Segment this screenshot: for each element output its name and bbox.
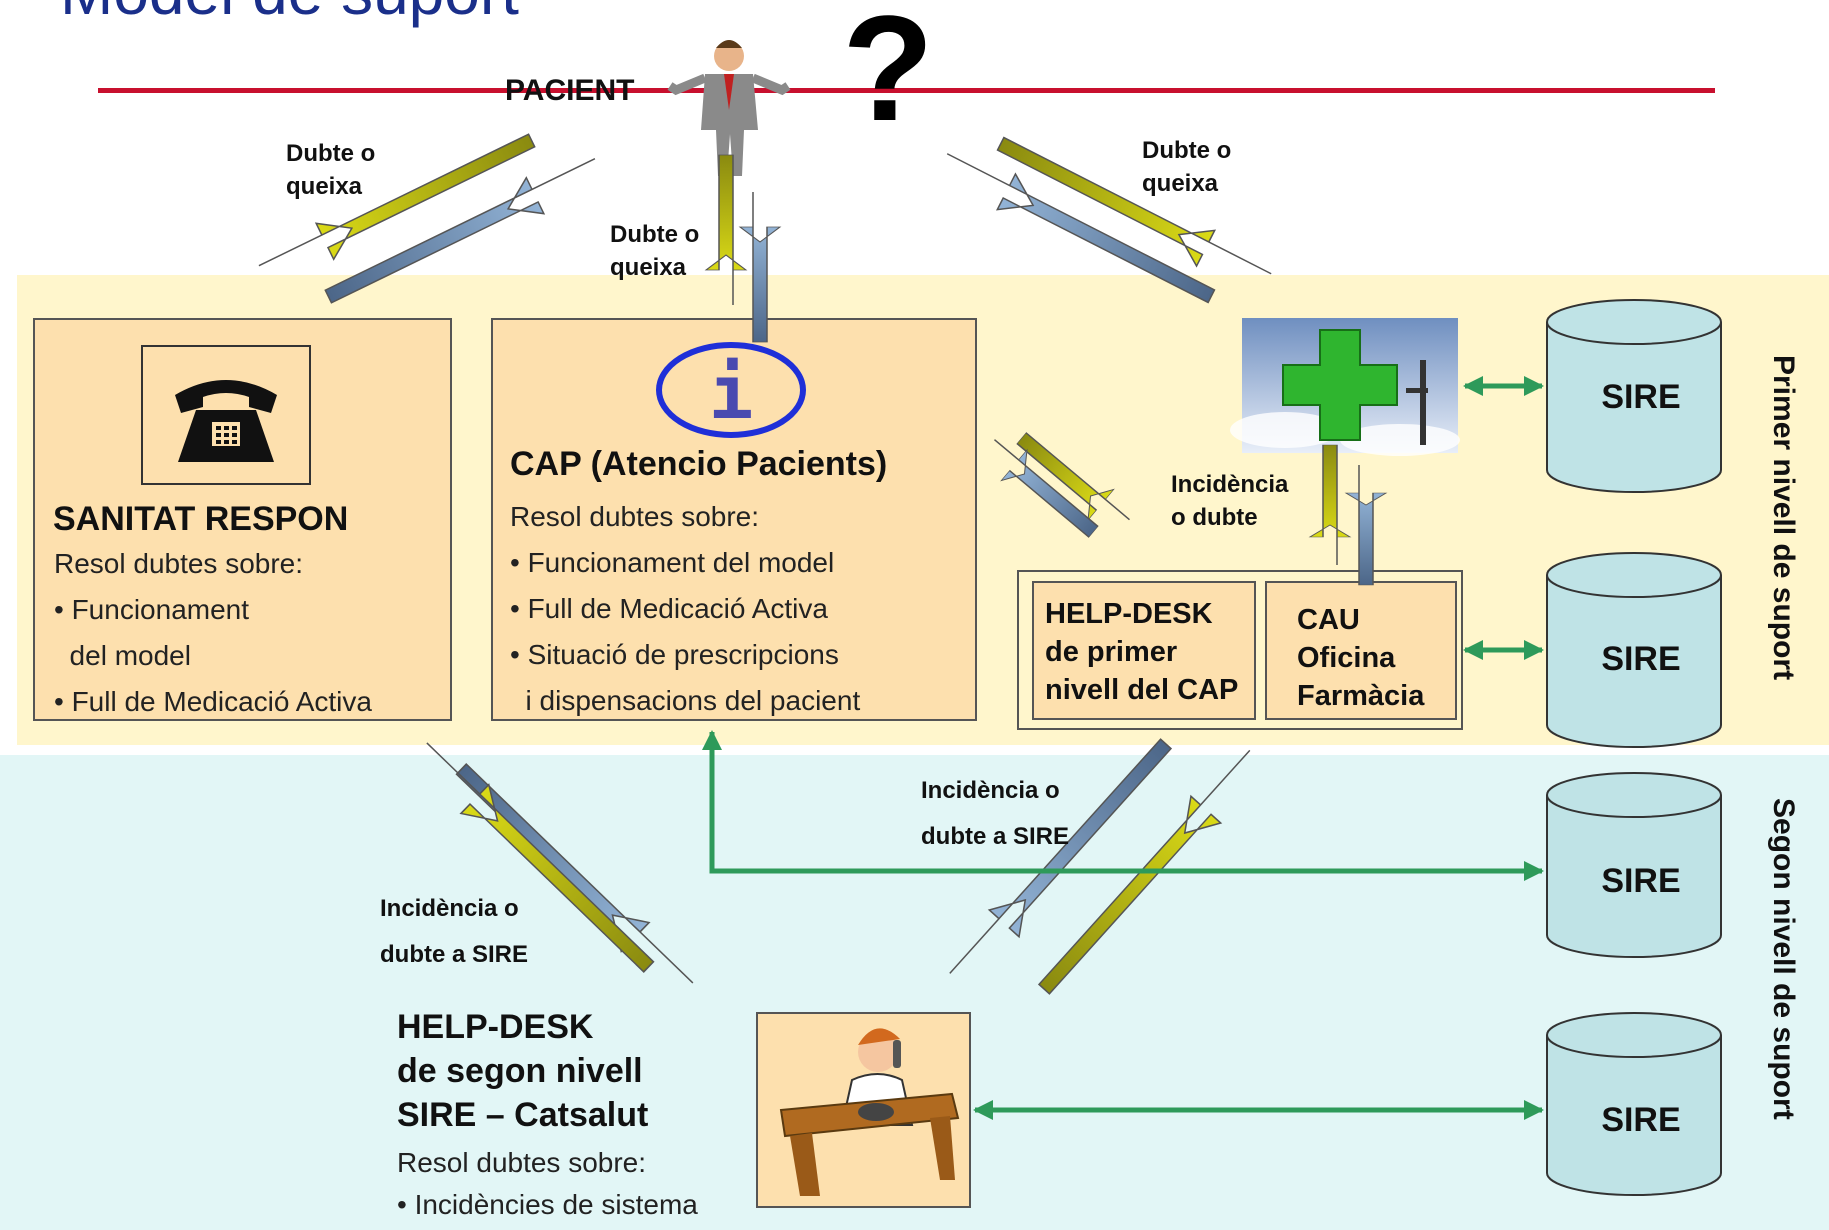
sanitat-text: Resol dubtes sobre: • Funcionament del m… bbox=[54, 541, 372, 725]
cau-box bbox=[1265, 581, 1457, 720]
label-middle: Incidència o dubte a SIRE bbox=[921, 777, 1070, 850]
helpdesk2-line: de segon nivell bbox=[397, 1052, 643, 1090]
database-icon bbox=[1546, 299, 1722, 493]
helpdesk1-line: nivell del CAP bbox=[1045, 674, 1239, 706]
cap-item: i dispensacions del pacient bbox=[510, 685, 861, 716]
cau-line: Oficina bbox=[1297, 642, 1396, 674]
sire-label: SIRE bbox=[1601, 1101, 1681, 1139]
helpdesk2-intro: Resol dubtes sobre: bbox=[397, 1147, 647, 1178]
sanitat-title: SANITAT RESPON bbox=[53, 500, 349, 538]
sanitat-intro: Resol dubtes sobre: bbox=[54, 548, 304, 579]
helpdesk2-line: SIRE – Catsalut bbox=[397, 1096, 649, 1134]
label-left-bottom: Incidència o dubte a SIRE bbox=[380, 895, 529, 968]
cap-title: CAP (Atencio Pacients) bbox=[510, 445, 888, 483]
first-level-label: Primer nivell de suport bbox=[1767, 355, 1800, 681]
helpdesk1-label: HELP-DESK de primer nivell del CAP bbox=[1045, 595, 1238, 709]
cap-text: Resol dubtes sobre: • Funcionament del m… bbox=[510, 494, 860, 724]
pharmacy-cross-icon bbox=[1230, 318, 1460, 456]
cap-intro: Resol dubtes sobre: bbox=[510, 501, 760, 532]
cap-item: • Full de Medicació Activa bbox=[510, 593, 828, 624]
helpdesk1-line: HELP-DESK bbox=[1045, 598, 1213, 630]
cau-line: CAU bbox=[1297, 604, 1360, 636]
page-title: Model de suport bbox=[60, 0, 519, 29]
arrow-cau-to-pharmacy bbox=[1345, 464, 1387, 586]
pacient-label: PACIENT bbox=[505, 74, 635, 107]
label-left-top: Dubte o queixa bbox=[286, 140, 376, 200]
cap-item: • Situació de prescripcions bbox=[510, 639, 839, 670]
operator-icon bbox=[779, 1028, 960, 1196]
helpdesk1-line: de primer bbox=[1045, 636, 1178, 668]
arrow-cap-to-pacient bbox=[739, 191, 781, 343]
helpdesk-first-level-box bbox=[1032, 581, 1256, 720]
database-icon bbox=[1546, 552, 1722, 748]
sire-databases bbox=[1546, 299, 1722, 1196]
green-connectors bbox=[702, 376, 1544, 1120]
title-rule bbox=[98, 88, 1715, 93]
database-icon bbox=[1546, 1012, 1722, 1196]
question-mark: ? bbox=[842, 0, 934, 152]
cau-label: CAU Oficina Farmàcia bbox=[1297, 601, 1424, 715]
label-center-top: Dubte o queixa bbox=[610, 221, 700, 281]
svg-text:i: i bbox=[709, 350, 754, 436]
person-icon bbox=[667, 40, 791, 176]
sanitat-respon-box bbox=[33, 318, 452, 721]
info-icon: i bbox=[656, 342, 806, 438]
label-pharmacy: Incidència o dubte bbox=[1171, 471, 1289, 531]
helpdesk2-label: HELP-DESK de segon nivell SIRE – Catsalu… bbox=[397, 1005, 648, 1137]
link-cap-sire bbox=[702, 730, 1544, 881]
sanitat-item: del model bbox=[54, 640, 191, 671]
arrow-pharmacy-to-cau bbox=[1309, 444, 1351, 566]
phone-icon bbox=[175, 380, 277, 462]
sire-label: SIRE bbox=[1601, 862, 1681, 900]
second-level-label: Segon nivell de suport bbox=[1767, 798, 1800, 1120]
sire-label: SIRE bbox=[1601, 378, 1681, 416]
helpdesk2-item: • Incidències de sistema bbox=[397, 1189, 698, 1220]
sanitat-item: • Funcionament bbox=[54, 594, 250, 625]
sire-label: SIRE bbox=[1601, 640, 1681, 678]
cap-box bbox=[491, 318, 977, 721]
cap-item: • Funcionament del model bbox=[510, 547, 835, 578]
helpdesk2-text: Resol dubtes sobre: • Incidències de sis… bbox=[397, 1142, 698, 1226]
database-icon bbox=[1546, 772, 1722, 958]
cau-line: Farmàcia bbox=[1297, 680, 1425, 712]
label-right-top: Dubte o queixa bbox=[1142, 137, 1232, 197]
sanitat-item: • Full de Medicació Activa bbox=[54, 686, 372, 717]
helpdesk2-line: HELP-DESK bbox=[397, 1008, 594, 1046]
arrow-pacient-to-cap bbox=[705, 154, 747, 306]
